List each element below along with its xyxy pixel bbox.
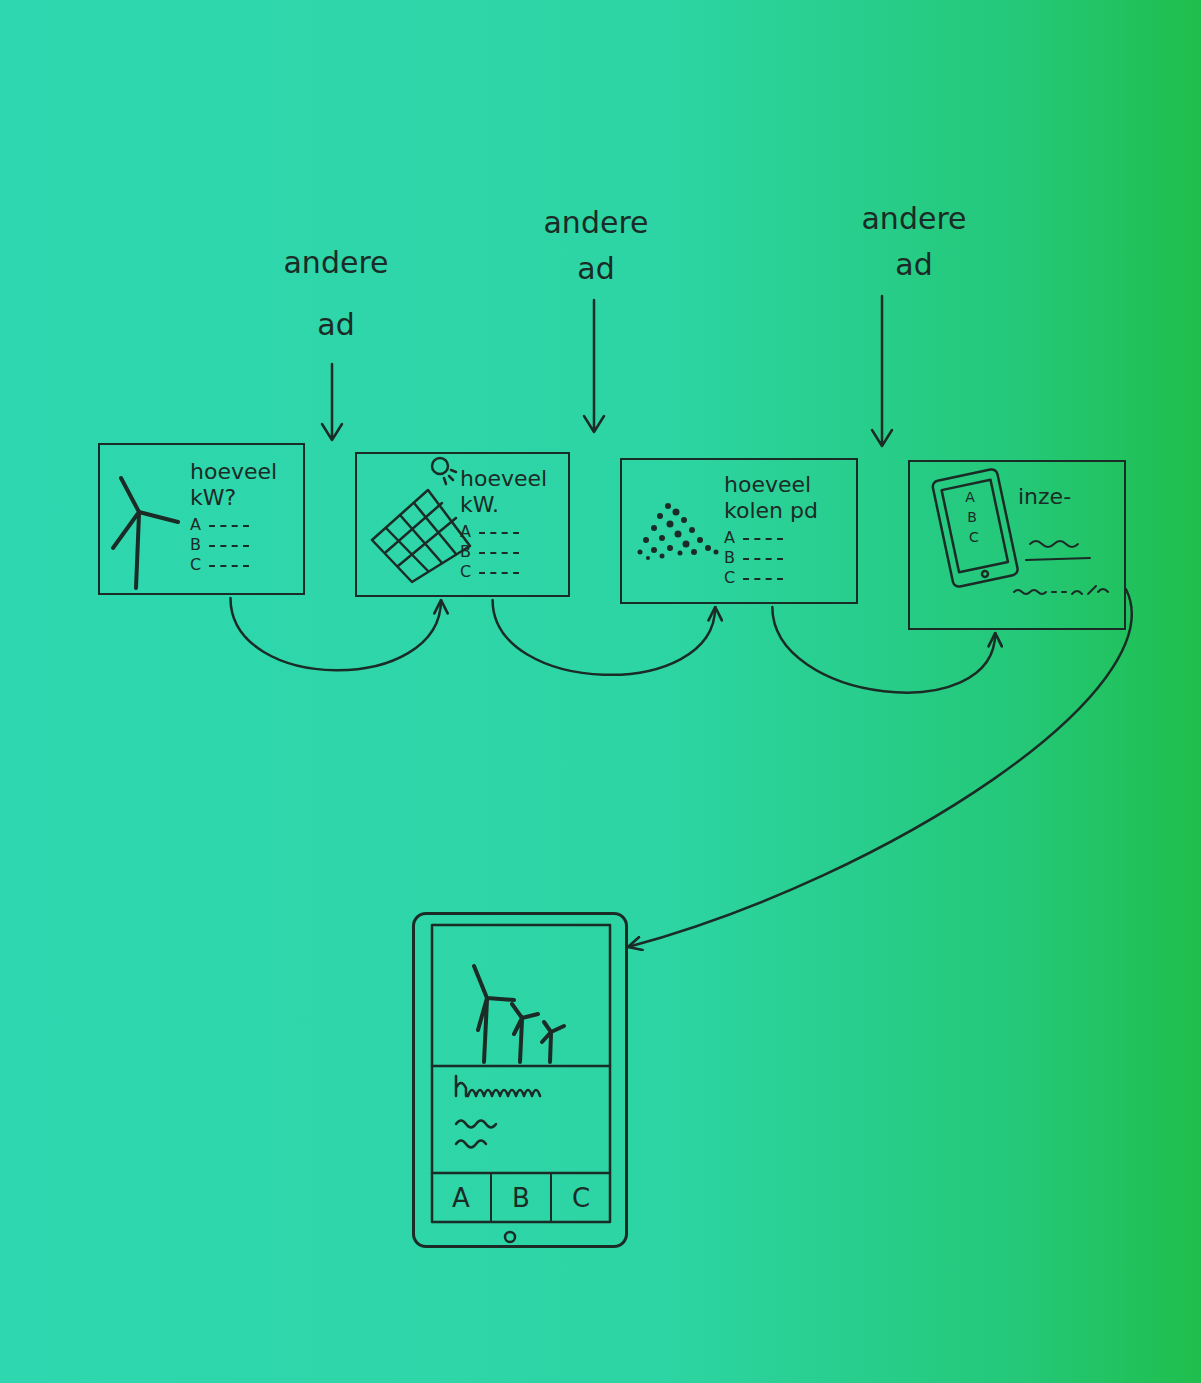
leader-arrow	[584, 300, 604, 432]
scribble	[456, 1121, 496, 1128]
question-text: hoeveel kW?	[190, 459, 300, 511]
sketch-card: hoeveel kolen pd ABC	[620, 458, 858, 604]
question-text: hoeveel kW.	[460, 466, 562, 518]
card-text: inze-	[1018, 484, 1122, 514]
scribble	[456, 1141, 486, 1148]
card-text: hoeveel kolen pd ABC	[724, 472, 854, 588]
answer-option: B	[724, 548, 854, 568]
answer-option: A	[190, 515, 300, 535]
answer-button: B	[490, 1173, 550, 1222]
phone-screen	[432, 925, 610, 1242]
answer-option: C	[190, 555, 300, 575]
turbine	[512, 1004, 538, 1062]
sun-rays	[444, 470, 456, 484]
coal-pile-icon	[638, 503, 719, 560]
turbine-tower	[136, 514, 139, 588]
answer-option: B	[190, 535, 300, 555]
note-label: andere ad	[852, 196, 976, 288]
home-button	[505, 1232, 515, 1242]
turbine	[474, 966, 514, 1062]
scribble-url	[1014, 586, 1108, 594]
mini-screen-letter: B	[962, 508, 982, 526]
answer-button: A	[432, 1173, 490, 1222]
panel-outline	[372, 490, 470, 582]
note-label: andere ad	[276, 232, 396, 356]
mini-phone-screen	[942, 480, 1008, 573]
card-text: hoeveel kW. ABC	[460, 466, 562, 582]
mini-phone-icon	[932, 468, 1019, 587]
screen-frame	[432, 925, 610, 1222]
mini-phone-body	[932, 468, 1019, 587]
leader-arrows	[322, 296, 892, 446]
answer-option: A	[460, 522, 562, 542]
sun	[432, 458, 448, 474]
panel-grid	[386, 503, 456, 571]
answer-option: C	[460, 562, 562, 582]
answer-button: C	[550, 1173, 610, 1222]
screen-divider	[432, 1065, 610, 1068]
mini-screen-letter: C	[964, 528, 984, 546]
scribble	[456, 1076, 540, 1096]
sketch-card: hoeveel kW? ABC	[98, 443, 305, 595]
phone-text-scribbles	[456, 1076, 540, 1148]
flow-arrow	[772, 607, 995, 693]
solar-panel-icon	[372, 458, 470, 582]
leader-arrow	[322, 364, 342, 440]
answer-option: A	[724, 528, 854, 548]
question-text: hoeveel kolen pd	[724, 472, 854, 524]
mini-phone-button	[981, 570, 988, 577]
flow-arrow	[628, 589, 1132, 947]
button-row: ABC	[432, 1173, 610, 1222]
question-text: inze-	[1018, 484, 1122, 510]
flow-arrow	[230, 598, 441, 670]
answer-option: B	[460, 542, 562, 562]
sketch-card: hoeveel kW. ABC	[355, 452, 570, 597]
scribble	[1030, 541, 1078, 547]
turbine	[542, 1022, 564, 1062]
leader-arrow	[872, 296, 892, 446]
sketch-card: inze-	[908, 460, 1126, 630]
card-text: hoeveel kW? ABC	[190, 459, 300, 575]
note-label: andere ad	[534, 200, 658, 292]
flow-arrow	[493, 600, 716, 675]
mini-screen-letter: A	[960, 488, 980, 506]
phone-turbines	[474, 966, 564, 1062]
turbine-blades	[113, 478, 178, 548]
wind-turbine-icon	[113, 478, 178, 588]
scribble	[1026, 558, 1090, 560]
phone-screen-node: ABC	[412, 912, 628, 1248]
answer-option: C	[724, 568, 854, 588]
text-scribbles	[1014, 541, 1108, 594]
